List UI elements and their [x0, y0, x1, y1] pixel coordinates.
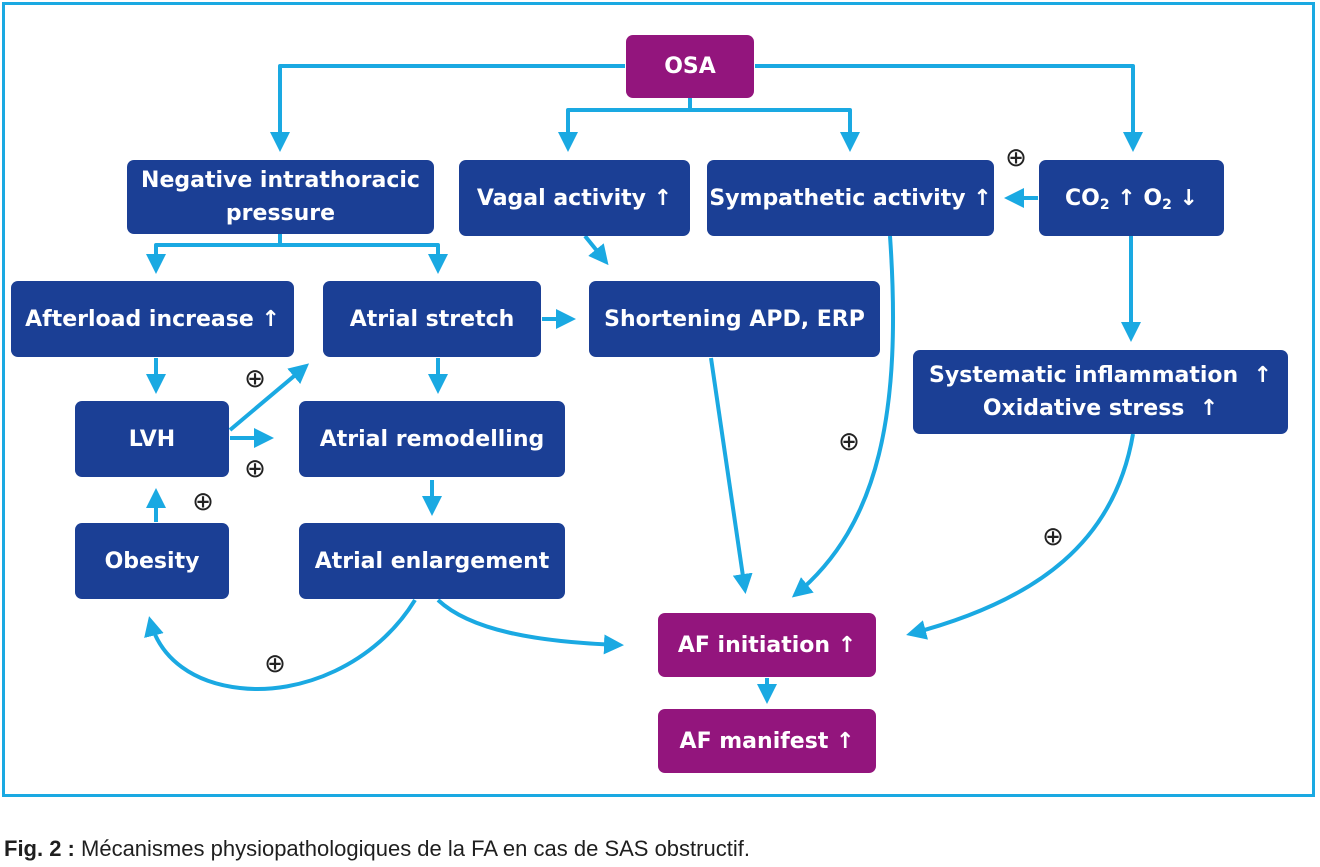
edge-negative-pressure-to-atrial-stretch — [280, 243, 448, 274]
node-af-manifest: AF manifest ↑ — [658, 709, 876, 773]
plus-icon-obesity-lvh: ⊕ — [192, 487, 214, 517]
node-osa-label: OSA — [664, 54, 716, 79]
edge-inflammation-to-af-initiation — [906, 433, 1135, 640]
node-osa: OSA — [626, 35, 754, 98]
co2-text-a: CO — [1065, 185, 1100, 211]
node-af-initiation-label: AF initiation ↑ — [677, 632, 857, 658]
edge-osa-to-vagal — [558, 108, 690, 152]
node-obesity: Obesity — [75, 523, 229, 599]
figure-caption-label: Fig. 2 : — [4, 836, 75, 861]
plus-icon-inflammation-af: ⊕ — [1042, 522, 1064, 552]
edge-negative-pressure-to-afterload — [146, 243, 280, 274]
edge-osa-to-negative-pressure — [270, 64, 625, 152]
edge-sympathetic-to-af-initiation — [791, 235, 895, 598]
figure-caption: Fig. 2 : Mécanismes physiopathologiques … — [4, 836, 750, 862]
co2-subscript-a: 2 — [1099, 196, 1110, 213]
plus-icon-sympathetic-af: ⊕ — [838, 427, 860, 457]
edge-lvh-to-atrial-stretch — [228, 363, 310, 432]
node-atrial-stretch-label: Atrial stretch — [349, 306, 515, 332]
edge-shortening-to-af-initiation — [709, 357, 753, 594]
edge-osa-to-co2-o2 — [755, 64, 1143, 152]
node-co2-o2: CO2 ↑ O2 ↓ — [1039, 160, 1224, 236]
edge-enlargement-to-obesity — [144, 598, 417, 691]
plus-icon-lvh-remodelling: ⊕ — [244, 454, 266, 484]
node-inflammation-oxidative-stress: Systematic inflammation ↑ Oxidative stre… — [913, 350, 1288, 434]
node-atrial-stretch: Atrial stretch — [323, 281, 541, 357]
node-obesity-label: Obesity — [104, 548, 200, 574]
node-inflammation-line2: Oxidative stress ↑ — [982, 396, 1219, 421]
edge-osa-to-sympathetic — [690, 108, 860, 152]
node-vagal-activity: Vagal activity ↑ — [459, 160, 690, 236]
plus-icon-enlargement-obesity: ⊕ — [264, 649, 286, 679]
node-atrial-remodelling: Atrial remodelling — [299, 401, 565, 477]
node-af-manifest-label: AF manifest ↑ — [679, 728, 855, 754]
node-negative-pressure-line2: pressure — [225, 201, 336, 226]
node-inflammation-line1: Systematic inflammation ↑ — [929, 363, 1272, 388]
plus-icon-lvh-atrial-stretch: ⊕ — [244, 364, 266, 394]
node-shortening-apd-erp: Shortening APD, ERP — [589, 281, 880, 357]
node-negative-pressure-line1: Negative intrathoracic — [141, 168, 420, 193]
node-afterload-increase: Afterload increase ↑ — [11, 281, 294, 357]
node-shortening-label: Shortening APD, ERP — [604, 306, 865, 332]
edge-vagal-to-shortening — [583, 234, 609, 266]
node-sympathetic-label: Sympathetic activity ↑ — [709, 185, 992, 211]
co2-text-b: ↑ O — [1109, 185, 1163, 211]
node-af-initiation: AF initiation ↑ — [658, 613, 876, 677]
node-atrial-remodelling-label: Atrial remodelling — [319, 426, 545, 452]
node-vagal-label: Vagal activity ↑ — [476, 185, 673, 211]
node-afterload-label: Afterload increase ↑ — [25, 306, 280, 332]
node-atrial-enlargement-label: Atrial enlargement — [314, 548, 550, 574]
plus-icon-co2-sympathetic: ⊕ — [1005, 143, 1027, 173]
node-negative-intrathoracic-pressure: Negative intrathoracic pressure — [127, 160, 434, 234]
node-lvh-label: LVH — [128, 426, 176, 452]
figure-caption-text: Mécanismes physiopathologiques de la FA … — [74, 836, 750, 861]
node-atrial-enlargement: Atrial enlargement — [299, 523, 565, 599]
node-co2-o2-label: CO2 ↑ O2 ↓ — [1065, 182, 1198, 215]
co2-subscript-b: 2 — [1162, 196, 1172, 213]
edge-enlargement-to-af-initiation — [436, 598, 624, 655]
node-lvh: LVH — [75, 401, 229, 477]
node-sympathetic-activity: Sympathetic activity ↑ — [707, 160, 994, 236]
co2-text-c: ↓ — [1171, 185, 1198, 211]
